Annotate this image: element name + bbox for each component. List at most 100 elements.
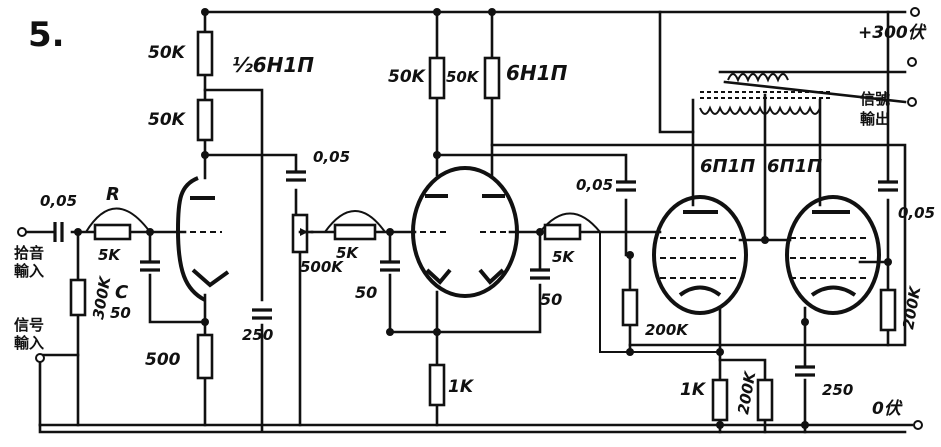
label-r-grid1: 5K — [336, 244, 359, 262]
junction — [801, 318, 809, 326]
label-r1: 50K — [148, 43, 187, 63]
label-c-coupling2: 0,05 — [576, 176, 613, 194]
input1-terminal — [17, 227, 27, 237]
resistor-cathode1 — [196, 333, 214, 380]
label-tube1: ½6H1П — [232, 53, 314, 77]
junction — [716, 421, 724, 429]
output-transformer — [699, 73, 830, 115]
junction — [626, 348, 634, 356]
label-tube2: 6H1П — [506, 61, 568, 85]
input2-terminal — [35, 353, 45, 363]
tube4-envelope — [785, 195, 881, 315]
resistor-grid3 — [543, 223, 582, 241]
label-c-250: 250 — [242, 326, 273, 344]
label-r-cathode3: 1K — [680, 380, 707, 400]
output-loop-wire — [490, 143, 907, 347]
stage1-coupling-wire — [203, 153, 298, 217]
label-r: R — [106, 184, 120, 205]
label-c-grid3: 50 — [540, 290, 562, 309]
tube3-grids — [660, 237, 740, 279]
resistor-grid-out — [621, 288, 639, 327]
label-output-2: 輸出 — [860, 110, 890, 128]
stage2-arc — [324, 210, 386, 233]
tube1-cathode — [191, 268, 230, 288]
junction — [201, 151, 209, 159]
tube1-envelope — [175, 176, 206, 302]
label-r-cathode2: 1K — [448, 377, 475, 397]
tube4-grids — [790, 237, 870, 279]
junctions — [74, 8, 892, 429]
label-pot: 500K — [300, 258, 344, 276]
label-r-grid2: 5K — [552, 248, 575, 266]
label-c-coupling1: 0,05 — [313, 148, 350, 166]
label-r-plate2b: 50K — [446, 68, 480, 86]
label-c-input: 0,05 — [40, 192, 77, 210]
resistor-grid-out2 — [879, 288, 897, 332]
junction — [536, 228, 544, 236]
junction — [146, 228, 154, 236]
transformer-primary — [699, 105, 821, 115]
pot-wiper-arrow — [300, 228, 308, 236]
label-c-coupling3: 0,05 — [898, 204, 935, 222]
label-input1-2: 輸入 — [14, 262, 44, 280]
tubes — [175, 166, 881, 315]
label-r2: 50K — [148, 110, 187, 130]
label-c-grid2: 50 — [355, 283, 377, 302]
label-tube4: 6П1П — [767, 156, 822, 177]
tube4-cathode — [810, 285, 857, 297]
resistors — [69, 30, 897, 422]
resistor-cathode3b — [756, 378, 774, 422]
label-c-value: 50 — [110, 304, 131, 322]
junction — [74, 228, 82, 236]
tube3-cathode — [678, 285, 722, 297]
figure-number: 5. — [28, 15, 65, 55]
tube3-envelope — [652, 195, 748, 315]
junction — [386, 328, 394, 336]
junction — [201, 318, 209, 326]
label-r-cathode3b: 200K — [734, 369, 759, 416]
resistor-r-input — [93, 223, 132, 241]
transformer-feed-wire — [658, 10, 695, 134]
cathode-resistor-wire — [718, 358, 767, 434]
junction — [201, 8, 209, 16]
input-c-wire — [148, 230, 207, 324]
junction — [433, 151, 441, 159]
label-tube3: 6П1П — [700, 156, 755, 177]
transformer-secondary — [727, 73, 789, 83]
resistor-plate2b — [483, 56, 501, 100]
junction — [761, 236, 769, 244]
label-input1-1: 拾音 — [14, 244, 44, 262]
tube2-envelope — [411, 166, 519, 298]
label-ground: 0伏 — [872, 399, 903, 419]
resistor-r2 — [196, 98, 214, 142]
resistor-cathode3 — [711, 378, 729, 422]
junction — [626, 251, 634, 259]
tube2-cathodes — [425, 268, 505, 285]
label-r-input: 5K — [98, 246, 121, 264]
junction — [884, 258, 892, 266]
junction — [433, 8, 441, 16]
ground-terminal — [913, 420, 923, 430]
resistor-plate2a — [428, 56, 446, 100]
r-arc — [85, 207, 151, 233]
resistor-r-input-grid — [69, 278, 87, 317]
output-terminal-a — [907, 57, 917, 67]
label-r-cathode1: 500 — [145, 350, 181, 370]
stage1-decouple-wire — [203, 88, 264, 432]
junction — [716, 348, 724, 356]
junction — [386, 228, 394, 236]
junction — [801, 421, 809, 429]
label-output-1: 信號 — [860, 90, 890, 108]
stage2-coupling-wire — [435, 153, 628, 257]
resistor-r1 — [196, 30, 214, 77]
capacitors — [53, 170, 898, 377]
resistor-cathode2 — [428, 363, 446, 407]
terminals — [17, 7, 923, 430]
stage3-arc — [539, 212, 720, 353]
output-terminal-b — [907, 97, 917, 107]
label-supply: +300伏 — [858, 23, 927, 43]
labels: 5. 50K 50K ½6H1П 0,05 500K 5K 250 500 0,… — [14, 15, 935, 419]
label-r-grid-out: 200K — [645, 321, 689, 339]
